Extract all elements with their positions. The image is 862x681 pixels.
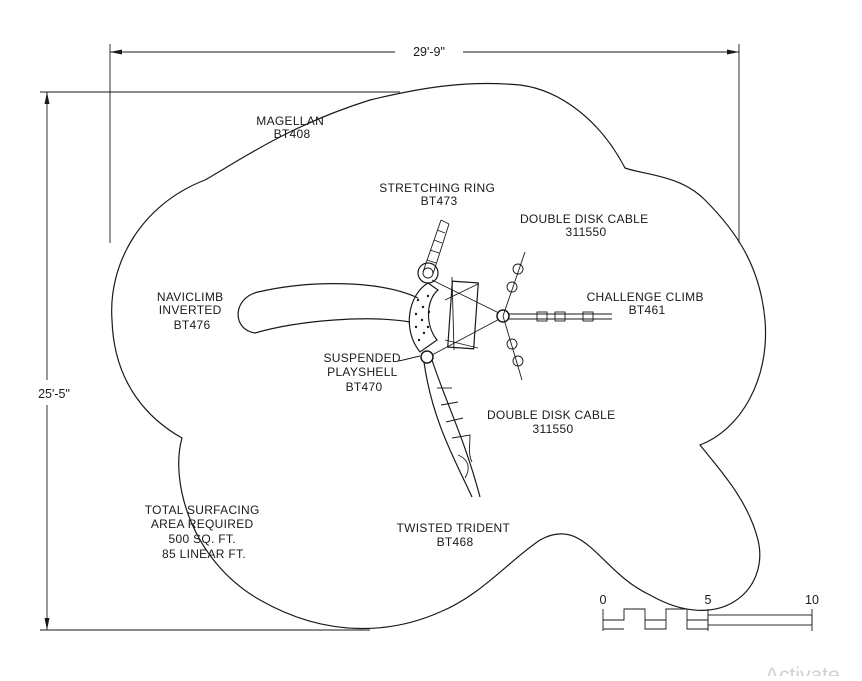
scale-tick-0: 0 bbox=[600, 593, 607, 607]
label-stretching-ring: STRETCHING RING BT473 bbox=[379, 181, 498, 208]
scale-bar: 0 5 10 bbox=[600, 593, 819, 631]
challenge-climb-element bbox=[509, 311, 612, 322]
activation-watermark: Activate bbox=[765, 664, 840, 676]
playshell-element bbox=[408, 276, 510, 364]
label-magellan: MAGELLAN BT408 bbox=[256, 114, 327, 141]
width-dimension: 29'-9" bbox=[109, 44, 740, 243]
label-double-disk-cable-top: DOUBLE DISK CABLE 311550 bbox=[520, 212, 652, 239]
label-suspended-playshell: SUSPENDED PLAYSHELL BT470 bbox=[323, 351, 421, 394]
label-total-surfacing: TOTAL SURFACING AREA REQUIRED 500 SQ. FT… bbox=[145, 503, 264, 561]
svg-text:SUSPENDED PLAYSHELL: SUSPENDED PLAYSHELL BT470 bbox=[323, 351, 404, 394]
label-challenge-climb: CHALLENGE CLIMB BT461 bbox=[587, 290, 708, 317]
label-naviclimb: NAVICLIMB INVERTED BT476 bbox=[157, 290, 227, 332]
width-dimension-label: 29'-9" bbox=[413, 45, 445, 59]
scale-tick-10: 10 bbox=[805, 593, 819, 607]
twisted-trident-element bbox=[423, 359, 481, 498]
double-disk-cable-element bbox=[502, 251, 526, 381]
naviclimb-element bbox=[237, 283, 419, 334]
surfacing-boundary bbox=[111, 82, 767, 630]
label-double-disk-cable-bottom: DOUBLE DISK CABLE 311550 bbox=[487, 408, 619, 436]
label-twisted-trident: TWISTED TRIDENT BT468 bbox=[396, 521, 513, 549]
scale-tick-5: 5 bbox=[705, 593, 712, 607]
height-dimension-label: 25'-5" bbox=[38, 387, 70, 401]
play-structure bbox=[237, 219, 612, 498]
height-dimension: 25'-5" bbox=[38, 91, 400, 631]
stretching-ring-element bbox=[417, 219, 450, 284]
